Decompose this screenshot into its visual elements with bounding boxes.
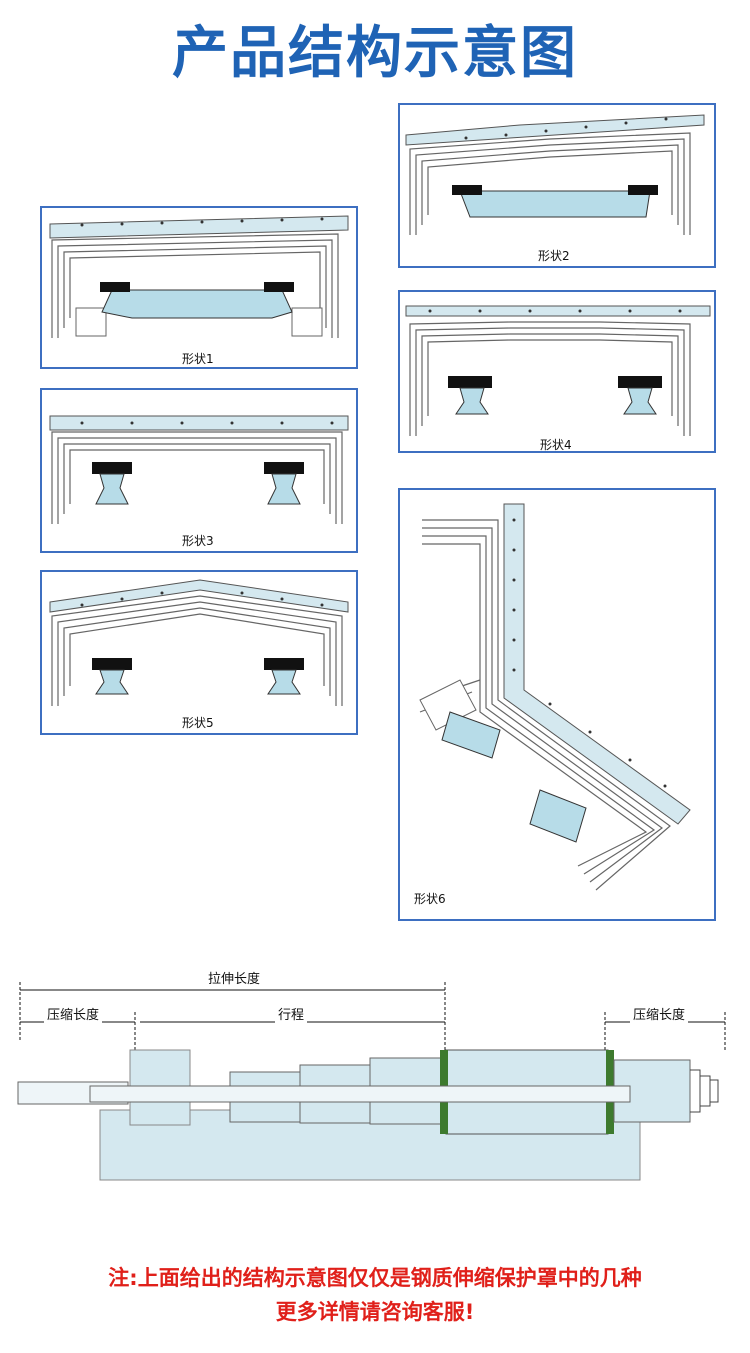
- shape-6-panel: 形状6: [398, 488, 716, 921]
- shape-4-drawing: [405, 305, 711, 436]
- shape-2-panel: 形状2: [398, 103, 716, 268]
- shape-3-drawing: [49, 415, 349, 524]
- dimension-diagram: [17, 982, 726, 1181]
- note-line-2: 更多详情请咨询客服!: [275, 1300, 475, 1324]
- shape-2-drawing: [405, 114, 705, 235]
- shape-4-panel: 形状4: [398, 290, 716, 453]
- shape-5-drawing: [49, 579, 349, 706]
- compressed-length-left-label: 压缩长度: [44, 1004, 103, 1023]
- extended-length-label: 拉伸长度: [205, 968, 264, 987]
- shape-5-panel: 形状5: [40, 570, 358, 735]
- shape-3-panel: 形状3: [40, 388, 358, 553]
- shape-5-label: 形状5: [182, 716, 214, 730]
- shape-4-label: 形状4: [540, 438, 572, 452]
- shape-3-label: 形状3: [182, 534, 214, 548]
- shape-1-panel: 形状1: [40, 206, 358, 369]
- shape-6-label: 形状6: [414, 892, 446, 906]
- shape-6-drawing: [419, 503, 691, 891]
- compressed-length-right-label: 压缩长度: [630, 1004, 689, 1023]
- stroke-label: 行程: [275, 1004, 308, 1023]
- shape-1-drawing: [49, 215, 349, 338]
- shape-1-label: 形状1: [182, 352, 214, 366]
- note-line-1: 注:上面给出的结构示意图仅仅是钢质伸缩保护罩中的几种: [108, 1266, 642, 1290]
- shape-2-label: 形状2: [538, 249, 570, 263]
- page-title: 产品结构示意图: [172, 21, 578, 86]
